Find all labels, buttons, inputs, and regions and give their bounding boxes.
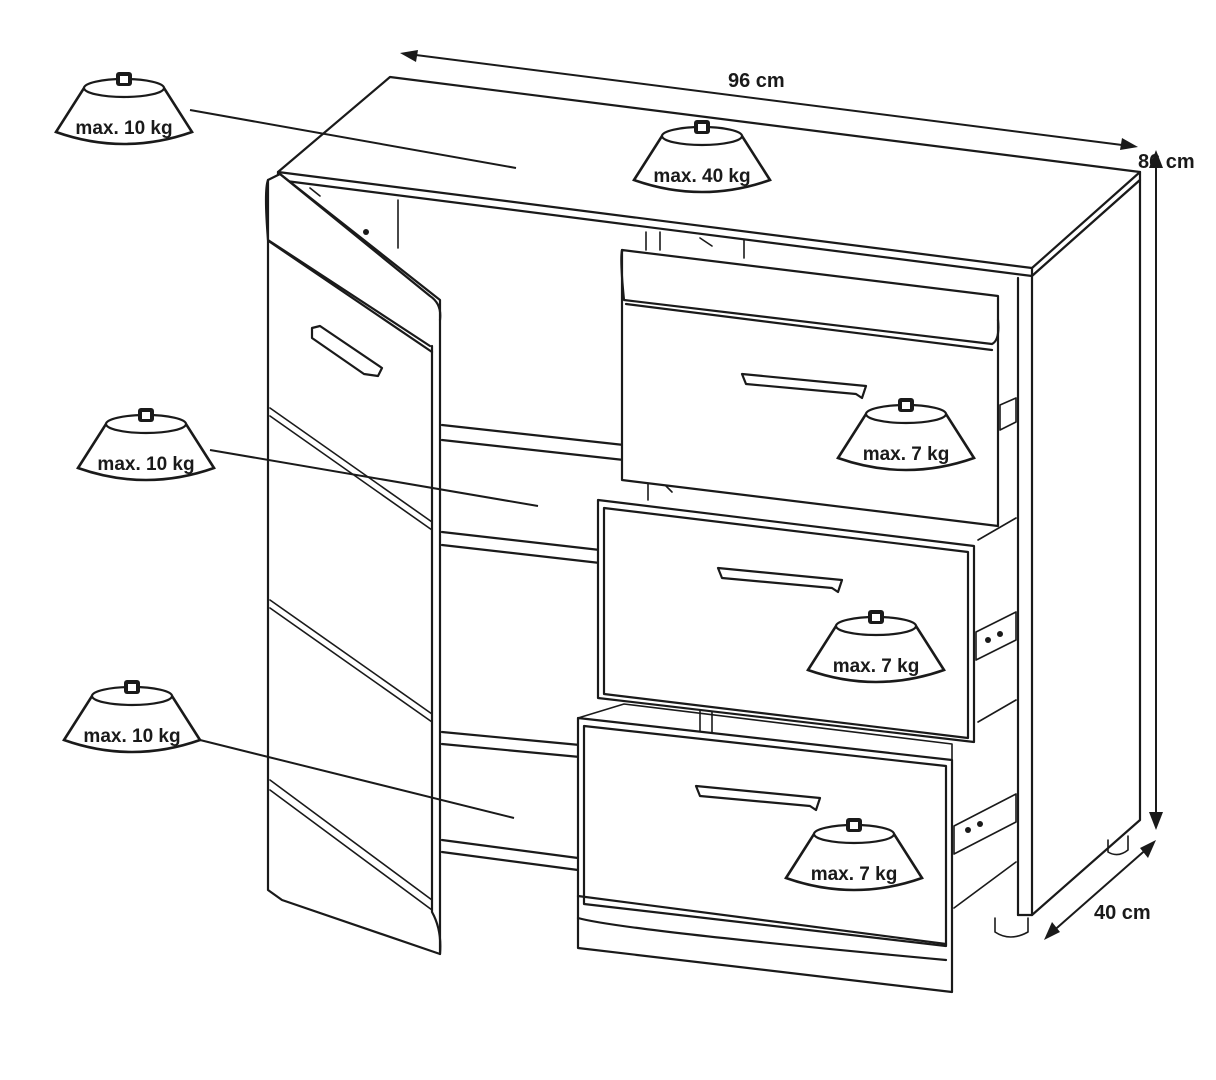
weight-label-drawer-top: max. 7 kg	[863, 444, 950, 465]
weight-label-top: max. 40 kg	[653, 166, 750, 187]
weight-icon-shelf-middle: max. 10 kg	[76, 406, 216, 482]
drawer-bottom	[576, 703, 954, 994]
weight-label-shelf-middle: max. 10 kg	[97, 454, 194, 475]
height-label: 86 cm	[1138, 151, 1195, 173]
weight-icon-shelf-top: max. 10 kg	[54, 70, 194, 146]
drawer-middle	[596, 498, 976, 744]
weight-icon-drawer-bottom: max. 7 kg	[784, 816, 924, 892]
weight-icon-drawer-middle: max. 7 kg	[806, 608, 946, 684]
weight-label-shelf-top: max. 10 kg	[75, 118, 172, 139]
depth-label: 40 cm	[1094, 902, 1151, 924]
weight-icon-top: max. 40 kg	[632, 118, 772, 194]
cabinet-door	[264, 172, 442, 956]
weight-icon-drawer-top: max. 7 kg	[836, 396, 976, 472]
weight-label-drawer-bottom: max. 7 kg	[811, 864, 898, 885]
dimension-height	[1149, 150, 1163, 830]
weight-icon-shelf-bottom: max. 10 kg	[62, 678, 202, 754]
weight-label-drawer-middle: max. 7 kg	[833, 656, 920, 677]
dimension-width	[400, 50, 1138, 150]
dimension-depth	[1044, 840, 1156, 940]
cabinet-right-side	[1030, 178, 1142, 917]
weight-label-shelf-bottom: max. 10 kg	[83, 726, 180, 747]
drawer-top	[620, 248, 1000, 528]
width-label: 96 cm	[728, 70, 785, 92]
